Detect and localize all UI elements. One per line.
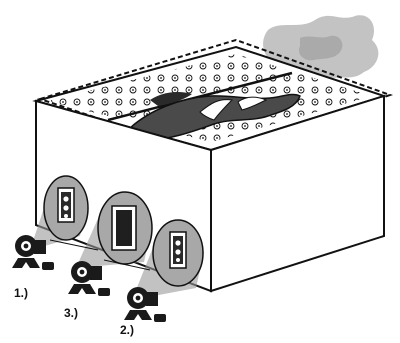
label-3: 3.) [64,306,78,320]
viewport-3 [153,220,203,286]
viewport-2 [98,192,152,264]
socket-icon [170,232,186,268]
viewport-1 [44,176,88,240]
socket-icon [58,188,74,222]
doorway-icon [112,206,136,250]
camera-icon [68,261,110,296]
label-1: 1.) [14,286,28,300]
label-2: 2.) [120,323,134,337]
